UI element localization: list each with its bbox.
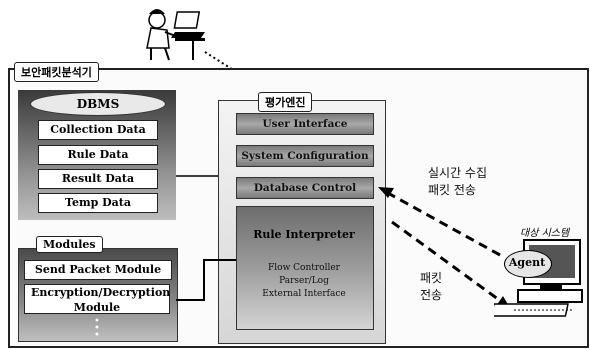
engine-system-configuration: System Configuration	[236, 145, 374, 167]
send-label: 패킷 전송	[420, 270, 442, 304]
engine-user-interface: User Interface	[236, 113, 374, 135]
user-icon	[146, 9, 205, 61]
dbms-row-result: Result Data	[38, 169, 158, 189]
send-packet-arrow	[391, 220, 503, 304]
rule-interpreter-title: Rule Interpreter	[253, 228, 355, 241]
rule-flow-controller: Flow Controller	[268, 263, 340, 273]
realtime-arrow-head	[378, 187, 394, 198]
rule-interpreter-box	[236, 206, 374, 330]
realtime-label: 실시간 수집 패킷 전송	[428, 165, 487, 199]
module-encryption: Encryption/Decryption Module	[24, 284, 170, 314]
realtime-label-line2: 패킷 전송	[428, 183, 476, 197]
dbms-title: DBMS	[30, 92, 166, 116]
send-label-line2: 전송	[420, 288, 443, 302]
dbms-row-rule: Rule Data	[38, 145, 158, 165]
engine-title: 평가엔진	[258, 92, 313, 112]
realtime-packet-arrow	[385, 190, 501, 257]
modules-title: Modules	[36, 236, 103, 253]
engine-database-control: Database Control	[236, 177, 374, 199]
module-to-engine-line	[176, 259, 236, 301]
computer-icon	[494, 239, 583, 317]
realtime-label-line1: 실시간 수집	[428, 166, 488, 180]
rule-parser-log: Parser/Log	[279, 276, 329, 286]
dbms-row-collection: Collection Data	[38, 120, 158, 140]
agent-label: Agent	[508, 256, 546, 269]
dbms-row-temp: Temp Data	[38, 193, 158, 213]
send-label-line1: 패킷	[420, 271, 443, 285]
rule-external-interface: External Interface	[262, 289, 346, 299]
outer-title: 보안패킷분석기	[14, 62, 99, 82]
agent-oval	[504, 250, 552, 278]
module-send-packet: Send Packet Module	[24, 260, 172, 280]
more-modules-dots: •••	[94, 316, 100, 341]
target-system-label: 대상 시스템	[520, 228, 570, 239]
